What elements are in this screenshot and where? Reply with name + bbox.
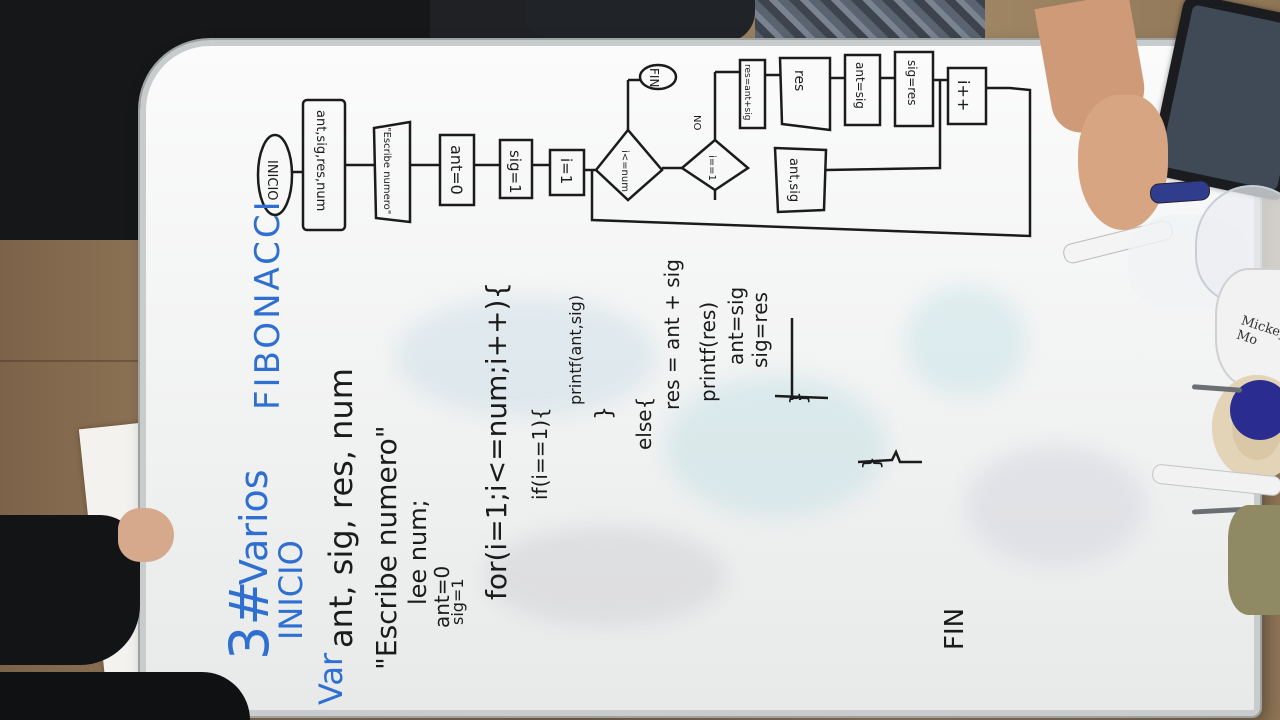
- fc-start-terminal: [256, 133, 294, 217]
- fc-assign-sig: [893, 50, 935, 128]
- fc-ant0-box: [438, 133, 476, 207]
- code-vars: ant, sig, res, num: [322, 368, 360, 648]
- hand-erasing: [1078, 95, 1168, 230]
- hand-left: [118, 508, 174, 562]
- code-for: for(i=1;i<=num;i++){: [480, 281, 513, 600]
- fc-out-antsig: [773, 146, 828, 214]
- fc-out-res: [778, 56, 832, 132]
- code-res: res = ant + sig: [660, 259, 684, 410]
- fc-assign-ant: [843, 53, 882, 127]
- code-read: lee num;: [404, 499, 432, 605]
- patterned-cloth: [755, 0, 985, 40]
- blue-heading: Varios: [232, 469, 276, 585]
- blue-fibonacci: FIBONACCI: [248, 198, 288, 410]
- cloth: [1228, 505, 1280, 615]
- fc-text-sig1: sig=1: [506, 150, 524, 194]
- marker-blue-cap: [1149, 179, 1211, 205]
- code-else: else{: [632, 396, 656, 450]
- code-prompt: "Escribe numero": [370, 425, 403, 670]
- fc-text-i1: i=1: [557, 158, 575, 184]
- fc-text-loop: i<=num: [619, 150, 630, 192]
- fc-text-ant0: ant=0: [447, 145, 466, 195]
- code-close2: }: [787, 391, 812, 405]
- code-if: if(i==1){: [528, 407, 552, 500]
- dark-sleeve-bottom: [0, 672, 250, 720]
- fc-i1-box: [548, 148, 586, 197]
- dark-sleeve: [0, 515, 140, 665]
- code-close3: }: [860, 456, 885, 470]
- blue-inicio: INICIO: [272, 540, 310, 640]
- fc-if-diamond: [679, 138, 751, 192]
- fc-text-outantsig: ant,sig: [786, 158, 801, 202]
- fc-text-no: NO: [691, 115, 702, 130]
- code-sigres: sig=res: [748, 292, 772, 368]
- fc-text-decl: ant,sig,res,num: [313, 110, 328, 211]
- whiteboard: [140, 40, 1260, 716]
- fc-prompt-box: [372, 120, 412, 224]
- code-antsig: ant=sig: [724, 286, 748, 365]
- fc-sig1-box: [498, 138, 534, 200]
- fc-text-calc: res=ant+sig: [742, 64, 752, 120]
- brace-scribble: [857, 448, 922, 464]
- fc-loop-back: [590, 86, 1032, 238]
- person-legs: [525, 0, 755, 42]
- code-sig1: sig=1: [448, 578, 467, 625]
- code-fin: FIN: [940, 607, 970, 650]
- code-close1: }: [592, 406, 617, 420]
- code-printf2: printf(res): [696, 301, 720, 402]
- fc-join-line: [825, 80, 942, 172]
- fc-text-assignant: ant=sig: [853, 62, 867, 109]
- fc-text-inicio: INICIO: [264, 160, 279, 201]
- code-printf1: printf(ant,sig): [566, 295, 585, 405]
- fc-text-inc: i++: [954, 80, 973, 111]
- fc-inc-box: [946, 66, 988, 126]
- fc-text-if: i==1: [706, 155, 717, 181]
- fc-text-prompt: "Escribe numero": [381, 127, 392, 214]
- fc-text-fin: FIN: [647, 68, 661, 87]
- fc-text-outres: res: [791, 70, 807, 91]
- blue-var: Var: [312, 652, 350, 705]
- fc-end-terminal: [638, 63, 678, 91]
- mug: [1215, 268, 1280, 387]
- fc-calc-box: [738, 58, 767, 130]
- fc-text-assignsig: sig=res: [905, 60, 919, 106]
- fc-loop-diamond: [594, 128, 664, 202]
